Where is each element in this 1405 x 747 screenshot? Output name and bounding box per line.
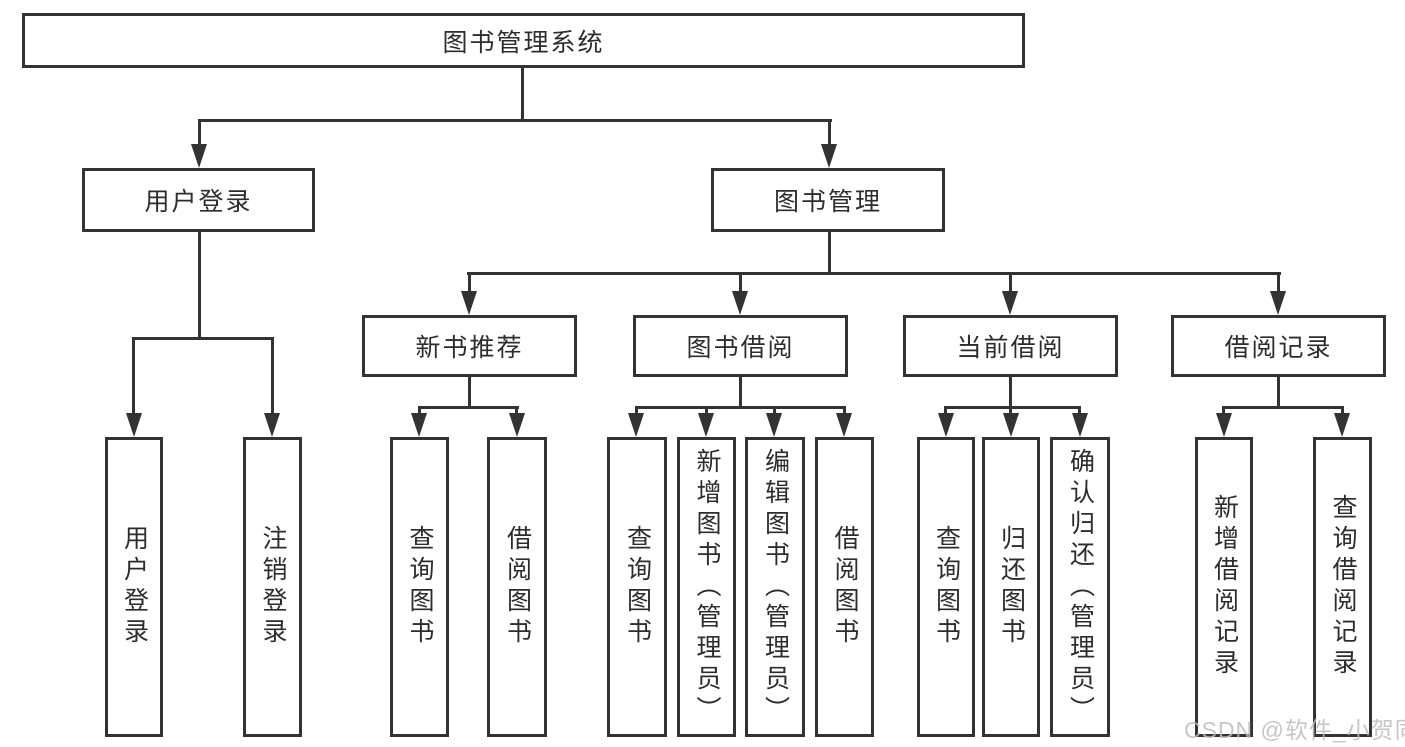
arrow-down-icon bbox=[628, 413, 644, 437]
arrow-down-icon bbox=[766, 413, 782, 437]
arrow-down-icon bbox=[264, 413, 280, 437]
node-label: 图书借阅 bbox=[686, 334, 795, 362]
arrow-down-icon bbox=[732, 291, 748, 315]
connector-line bbox=[944, 406, 947, 415]
connector-line bbox=[739, 272, 742, 294]
connector-line bbox=[843, 406, 846, 415]
leaf-label: 编辑图书（管理员） bbox=[761, 447, 790, 727]
connector-line bbox=[635, 406, 638, 415]
connector-line bbox=[1078, 406, 1081, 415]
arrow-down-icon bbox=[1003, 413, 1019, 437]
arrow-down-icon bbox=[938, 413, 954, 437]
leaf-add-books-admin: 新增图书（管理员） bbox=[677, 437, 736, 737]
leaf-label: 新增借阅记录 bbox=[1210, 494, 1239, 680]
node-book-management: 图书管理 bbox=[711, 168, 945, 232]
connector-line bbox=[521, 68, 524, 122]
leaf-user-login: 用户登录 bbox=[105, 437, 163, 737]
leaf-borrow-books-recommend: 借阅图书 bbox=[487, 437, 547, 737]
leaf-label: 借阅图书 bbox=[503, 525, 532, 649]
arrow-down-icon bbox=[1072, 413, 1088, 437]
arrow-down-icon bbox=[1334, 413, 1350, 437]
connector-line bbox=[739, 377, 742, 409]
node-label: 借阅记录 bbox=[1224, 334, 1333, 362]
leaf-query-books-borrowing: 查询图书 bbox=[607, 437, 667, 737]
leaf-edit-books-admin: 编辑图书（管理员） bbox=[745, 437, 805, 737]
connector-line bbox=[1009, 377, 1012, 409]
node-current-borrowing: 当前借阅 bbox=[903, 315, 1118, 377]
connector-line bbox=[271, 337, 274, 415]
leaf-query-borrow-record: 查询借阅记录 bbox=[1313, 437, 1372, 737]
connector-line bbox=[198, 119, 201, 147]
connector-line bbox=[468, 272, 471, 294]
leaf-confirm-return-admin: 确认归还（管理员） bbox=[1050, 437, 1110, 737]
leaf-add-borrow-record: 新增借阅记录 bbox=[1195, 437, 1253, 737]
leaf-logout: 注销登录 bbox=[243, 437, 302, 737]
leaf-label: 查询图书 bbox=[932, 525, 961, 649]
connector-line bbox=[1341, 406, 1344, 415]
connector-line bbox=[468, 377, 471, 409]
arrow-down-icon bbox=[461, 291, 477, 315]
leaf-query-books-recommend: 查询图书 bbox=[390, 437, 449, 737]
leaf-return-books: 归还图书 bbox=[982, 437, 1040, 737]
node-book-borrowing: 图书借阅 bbox=[633, 315, 848, 377]
connector-line bbox=[1222, 406, 1225, 415]
connector-line bbox=[1009, 272, 1012, 294]
arrow-down-icon bbox=[698, 413, 714, 437]
leaf-label: 借阅图书 bbox=[831, 525, 859, 649]
leaf-label: 查询图书 bbox=[623, 525, 652, 649]
connector-line bbox=[828, 232, 831, 275]
arrow-down-icon bbox=[836, 413, 852, 437]
connector-line bbox=[467, 272, 1281, 275]
connector-line bbox=[198, 232, 201, 340]
node-label: 当前借阅 bbox=[956, 334, 1065, 362]
csdn-watermark: CSDN @软件_小贺同学 bbox=[1184, 717, 1405, 743]
node-borrowing-records: 借阅记录 bbox=[1171, 315, 1386, 377]
leaf-label: 查询图书 bbox=[406, 525, 434, 649]
leaf-label: 注销登录 bbox=[259, 525, 287, 649]
leaf-label: 用户登录 bbox=[120, 525, 149, 649]
connector-line bbox=[418, 406, 519, 409]
node-root-book-management-system: 图书管理系统 bbox=[22, 13, 1025, 68]
leaf-query-books-current: 查询图书 bbox=[917, 437, 975, 737]
node-new-book-recommendation: 新书推荐 bbox=[362, 315, 577, 377]
connector-line bbox=[418, 406, 421, 415]
arrow-down-icon bbox=[821, 144, 837, 168]
node-label: 图书管理 bbox=[773, 188, 882, 216]
leaf-label: 查询借阅记录 bbox=[1329, 494, 1357, 680]
connector-line bbox=[132, 337, 135, 415]
connector-line bbox=[515, 406, 518, 415]
arrow-down-icon bbox=[411, 413, 427, 437]
node-label: 用户登录 bbox=[144, 188, 253, 216]
connector-line bbox=[635, 406, 846, 409]
leaf-label: 归还图书 bbox=[997, 525, 1026, 649]
leaf-borrow-books: 借阅图书 bbox=[815, 437, 874, 737]
connector-line bbox=[773, 406, 776, 415]
connector-line bbox=[705, 406, 708, 415]
arrow-down-icon bbox=[126, 413, 142, 437]
node-user-login: 用户登录 bbox=[82, 168, 315, 232]
arrow-down-icon bbox=[191, 144, 207, 168]
connector-line bbox=[944, 406, 1081, 409]
connector-line bbox=[828, 119, 831, 147]
leaf-label: 新增图书（管理员） bbox=[693, 447, 721, 727]
arrow-down-icon bbox=[509, 413, 525, 437]
connector-line bbox=[198, 119, 832, 122]
node-label: 新书推荐 bbox=[415, 334, 524, 362]
connector-line bbox=[132, 337, 274, 340]
arrow-down-icon bbox=[1002, 291, 1018, 315]
arrow-down-icon bbox=[1270, 291, 1286, 315]
node-label: 图书管理系统 bbox=[442, 28, 605, 57]
connector-line bbox=[1222, 406, 1344, 409]
arrow-down-icon bbox=[1216, 413, 1232, 437]
leaf-label: 确认归还（管理员） bbox=[1066, 447, 1095, 727]
connector-line bbox=[1277, 272, 1280, 294]
connector-line bbox=[1009, 406, 1012, 415]
connector-line bbox=[1277, 377, 1280, 409]
